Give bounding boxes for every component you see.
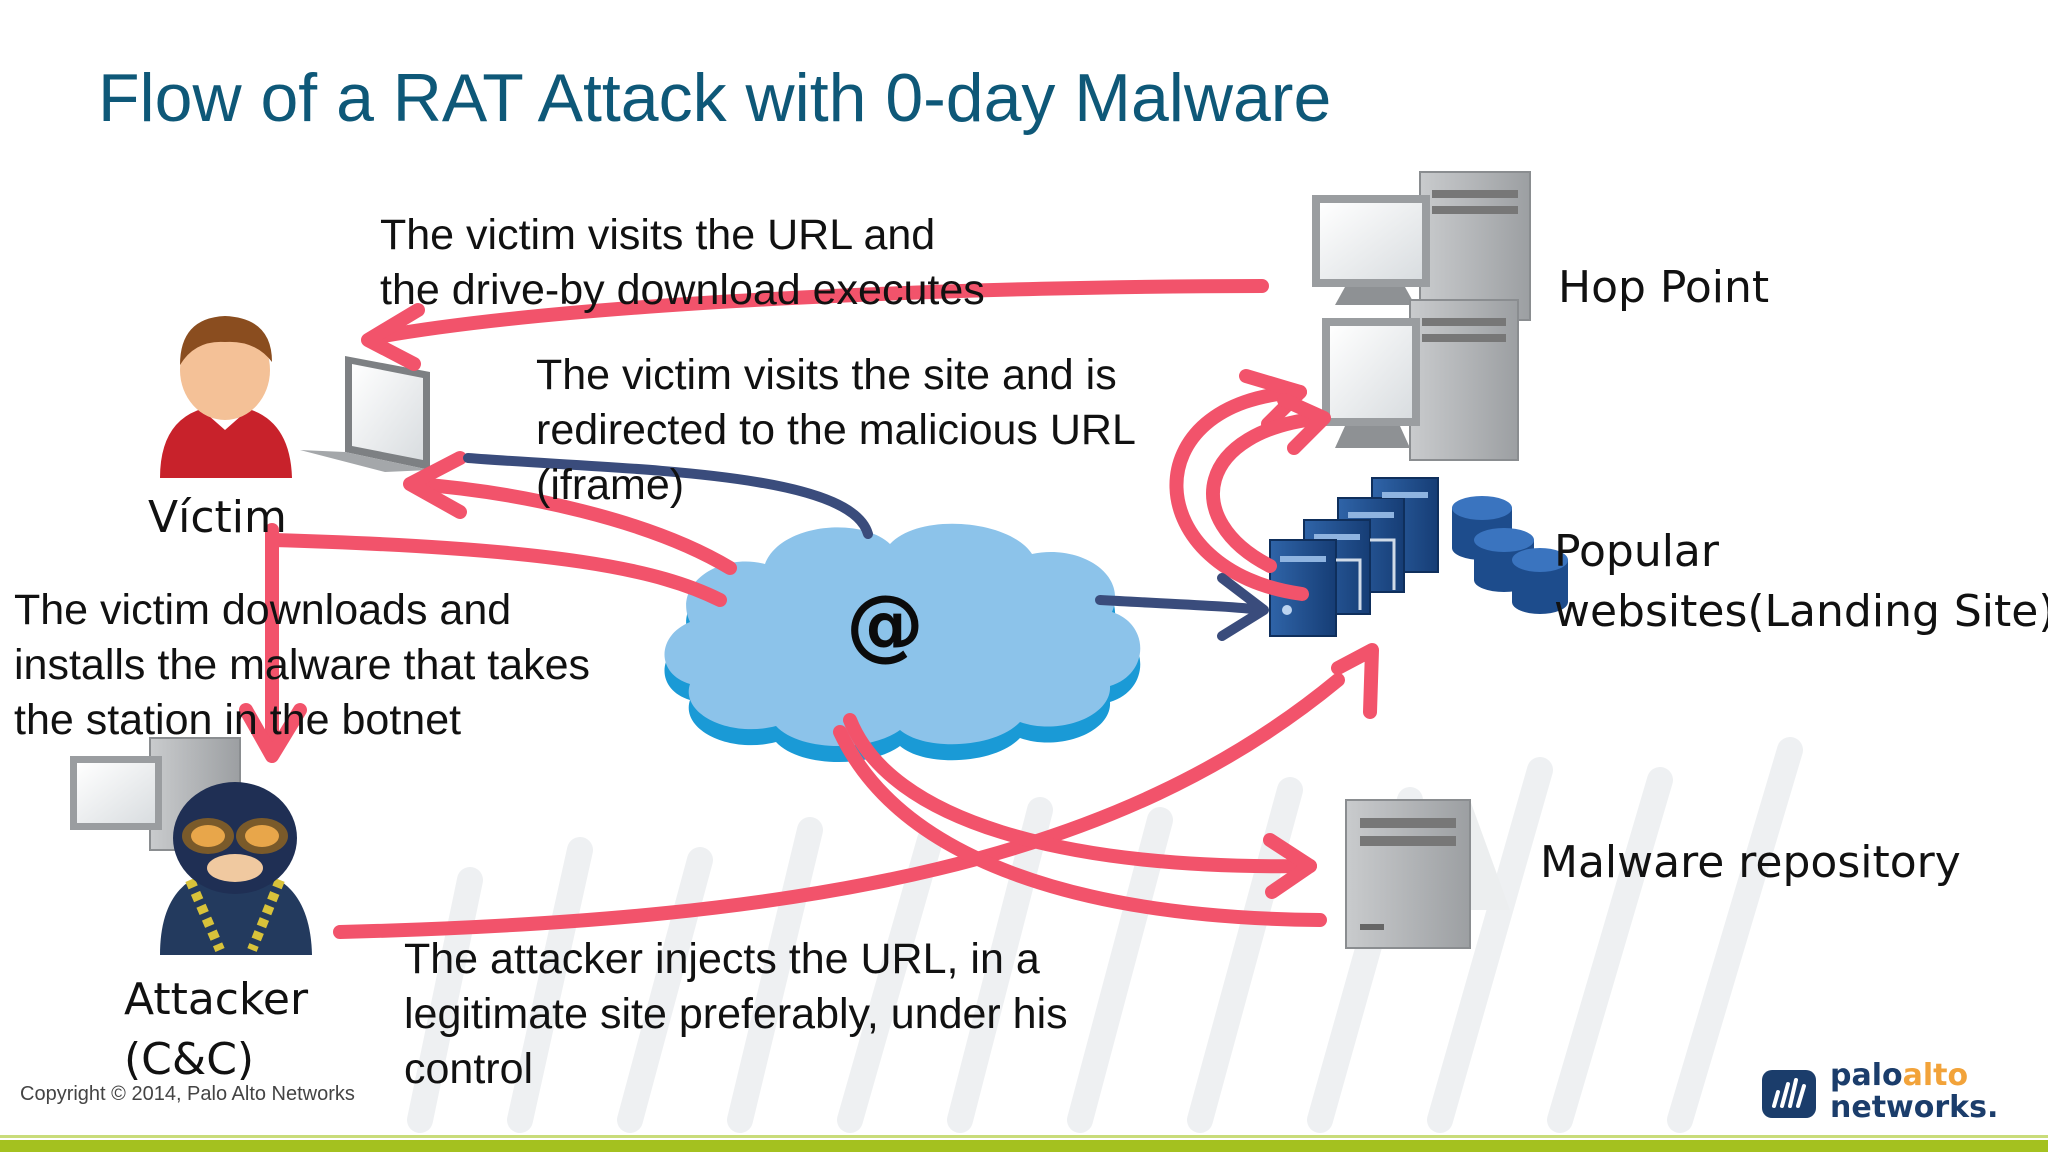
popular-websites-label: Popular websites(Landing Site) — [1554, 526, 2048, 637]
step-install-text: The victim downloads and installs the ma… — [14, 586, 590, 744]
victim-laptop-icon — [300, 356, 430, 472]
visit-site-arrowhead — [403, 451, 467, 519]
to-repository-arrowhead — [1263, 833, 1317, 899]
internet-at-symbol: @ — [846, 580, 924, 670]
step-drive-by-text: The victim visits the URL and the drive-… — [380, 211, 985, 314]
footer-divider — [0, 1135, 2048, 1138]
iframe-arrow — [463, 453, 873, 539]
drive-by-arrowhead — [361, 303, 425, 371]
redirect-loop-inner-arrow — [1206, 411, 1329, 573]
footer-accent-bar — [0, 1140, 2048, 1152]
malware-repository-server-icon — [1345, 799, 1510, 949]
navy-arrows — [463, 453, 1269, 641]
redirect-loop-outer-arrowhead — [1239, 369, 1307, 431]
page-title: Flow of a RAT Attack with 0-day Malware — [98, 60, 1332, 136]
hop-point-computer-icon — [1312, 171, 1531, 321]
flow-arrows — [239, 279, 1379, 939]
redirect-loop-outer-arrow — [1169, 385, 1309, 601]
landing-site-arrowhead — [1217, 573, 1269, 641]
visit-site-arrow — [409, 477, 737, 575]
redirect-loop-inner-arrowhead — [1277, 393, 1331, 455]
victim-label: Víctim — [148, 492, 287, 543]
hop-point-label: Hop Point — [1558, 262, 1770, 313]
step-redirect-text: The victim visits the site and is redire… — [536, 351, 1136, 509]
malware-repository-label: Malware repository — [1540, 837, 1961, 888]
palo-alto-logo-mark-icon — [1762, 1070, 1816, 1118]
internet-cloud-icon — [664, 523, 1141, 763]
step-inject-text: The attacker injects the URL, in a legit… — [404, 935, 1068, 1093]
to-repository-arrow-2 — [833, 725, 1327, 927]
web-servers-icon — [1269, 477, 1439, 637]
hop-point-computer-2-icon — [1322, 299, 1519, 461]
database-icon — [1452, 496, 1568, 614]
inject-arrowhead — [1331, 643, 1379, 719]
drive-by-arrow — [365, 279, 1269, 345]
inject-arrow — [333, 673, 1345, 939]
download-arrow — [265, 533, 727, 607]
landing-site-arrow — [1095, 595, 1267, 615]
attacker-person-icon — [160, 782, 312, 955]
palo-alto-networks-logo: paloalto networks. — [1760, 1060, 1998, 1124]
install-arrowhead — [239, 703, 307, 763]
to-repository-arrow-1 — [843, 713, 1317, 874]
attacker-label: Attacker (C&C) — [124, 974, 309, 1085]
logo-wordmark: paloalto networks. — [1830, 1058, 1999, 1125]
background-watermark — [407, 737, 1803, 1133]
victim-person-icon — [160, 316, 292, 478]
copyright-text: Copyright © 2014, Palo Alto Networks — [20, 1083, 355, 1105]
